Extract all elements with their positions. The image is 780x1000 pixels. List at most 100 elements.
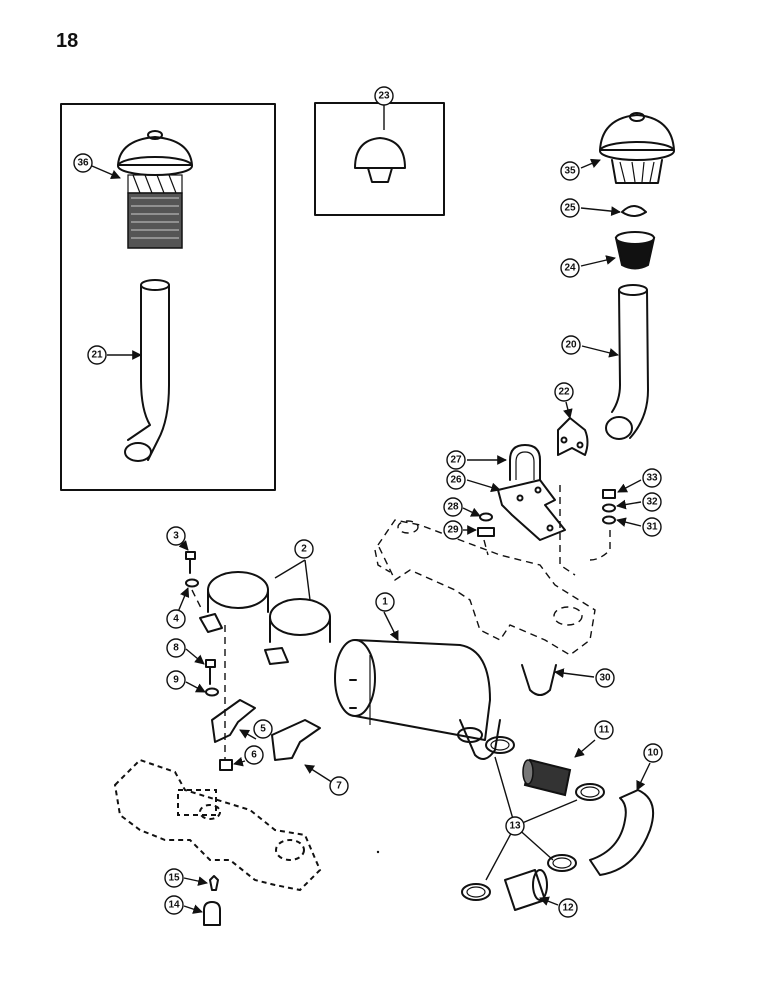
- callout-29: 29: [443, 520, 463, 540]
- svg-text:8: 8: [173, 643, 179, 654]
- svg-text:25: 25: [564, 203, 576, 214]
- callout-20: 20: [561, 335, 581, 355]
- bracket-5: [211, 699, 256, 743]
- mounting-bracket-26: [497, 479, 566, 541]
- callout-7: 7: [329, 776, 349, 796]
- hose-clamp-13b: [575, 783, 605, 801]
- dot-mark: [376, 850, 380, 854]
- svg-text:15: 15: [168, 873, 180, 884]
- svg-text:22: 22: [558, 387, 570, 398]
- air-inlet-pipe-21: [124, 279, 170, 462]
- leader-28: [462, 507, 481, 517]
- svg-text:21: 21: [91, 350, 103, 361]
- hose-clamp-13c: [547, 854, 577, 872]
- leader-36: [91, 165, 121, 180]
- svg-text:33: 33: [646, 473, 658, 484]
- bolt-3: [185, 551, 196, 574]
- callout-26: 26: [446, 470, 466, 490]
- leader-13: [485, 756, 578, 881]
- exhaust-manifold-ghost-lower: [113, 758, 322, 892]
- callout-10: 10: [643, 743, 663, 763]
- leader-35: [580, 158, 601, 169]
- svg-text:13: 13: [509, 821, 521, 832]
- air-inlet-pipe-20: [605, 284, 649, 440]
- leader-30: [554, 668, 595, 678]
- fitting-15: [209, 875, 219, 891]
- hose-sleeve-12: [504, 869, 548, 911]
- precleaner-35: [599, 112, 675, 184]
- leader-20: [581, 345, 619, 358]
- callout-23: 23: [374, 86, 394, 106]
- leader-32: [616, 499, 642, 510]
- dashed-guide-29: [483, 539, 489, 556]
- callout-15: 15: [164, 868, 184, 888]
- callout-14: 14: [164, 895, 184, 915]
- leader-15: [183, 876, 208, 886]
- dashed-guide-3: [191, 589, 203, 611]
- svg-text:35: 35: [564, 166, 576, 177]
- callout-25: 25: [560, 198, 580, 218]
- bracket-22: [557, 417, 589, 456]
- svg-text:4: 4: [173, 614, 179, 625]
- leader-2: [274, 559, 311, 601]
- callout-9: 9: [166, 670, 186, 690]
- inset-frame-23: [314, 102, 445, 216]
- svg-text:7: 7: [336, 781, 342, 792]
- air-cleaner-body: [334, 639, 501, 760]
- callout-2: 2: [294, 539, 314, 559]
- callout-1: 1: [375, 592, 395, 612]
- svg-text:1: 1: [382, 597, 388, 608]
- svg-text:28: 28: [447, 502, 459, 513]
- hose-clamp-13d: [461, 883, 491, 901]
- svg-text:29: 29: [447, 525, 459, 536]
- callout-28: 28: [443, 497, 463, 517]
- hose-sleeve-11: [522, 758, 572, 797]
- svg-text:20: 20: [565, 340, 577, 351]
- svg-text:3: 3: [173, 531, 179, 542]
- leader-11: [574, 739, 596, 758]
- page-number: 18: [56, 30, 79, 52]
- svg-text:24: 24: [564, 263, 576, 274]
- svg-text:10: 10: [647, 748, 659, 759]
- svg-text:12: 12: [562, 903, 574, 914]
- svg-text:23: 23: [378, 91, 390, 102]
- svg-text:5: 5: [260, 724, 266, 735]
- svg-text:31: 31: [646, 522, 658, 533]
- callout-3: 3: [166, 526, 186, 546]
- precleaner-with-screen: [117, 130, 193, 249]
- dashed-guide-bolts: [559, 485, 576, 576]
- clamp-25: [621, 205, 647, 217]
- callout-13: 13: [505, 816, 525, 836]
- hose-10: [589, 789, 654, 876]
- callout-32: 32: [642, 492, 662, 512]
- callout-11: 11: [594, 720, 614, 740]
- svg-text:36: 36: [77, 158, 89, 169]
- leader-24: [580, 255, 616, 267]
- nut-6: [219, 759, 233, 771]
- callout-8: 8: [166, 638, 186, 658]
- leader-4: [177, 587, 190, 613]
- callout-36: 36: [73, 153, 93, 173]
- nut-29: [477, 527, 495, 537]
- leader-25: [580, 206, 621, 216]
- callout-33: 33: [642, 468, 662, 488]
- callout-27: 27: [446, 450, 466, 470]
- svg-text:26: 26: [450, 475, 462, 486]
- bracket-7: [271, 719, 321, 761]
- svg-text:27: 27: [450, 455, 462, 466]
- svg-text:11: 11: [599, 725, 610, 736]
- mounting-band-upper: [199, 571, 269, 633]
- hose-clamp-13a: [485, 736, 515, 754]
- lockwasher-4: [185, 578, 199, 588]
- svg-text:6: 6: [251, 750, 257, 761]
- callout-35: 35: [560, 161, 580, 181]
- leader-6: [233, 756, 246, 767]
- callout-21: 21: [87, 345, 107, 365]
- callout-24: 24: [560, 258, 580, 278]
- lockwasher-9: [205, 687, 219, 697]
- callout-22: 22: [554, 382, 574, 402]
- nut-33: [602, 489, 616, 499]
- mounting-band-lower: [264, 598, 331, 665]
- callout-31: 31: [642, 517, 662, 537]
- leader-22: [563, 401, 573, 419]
